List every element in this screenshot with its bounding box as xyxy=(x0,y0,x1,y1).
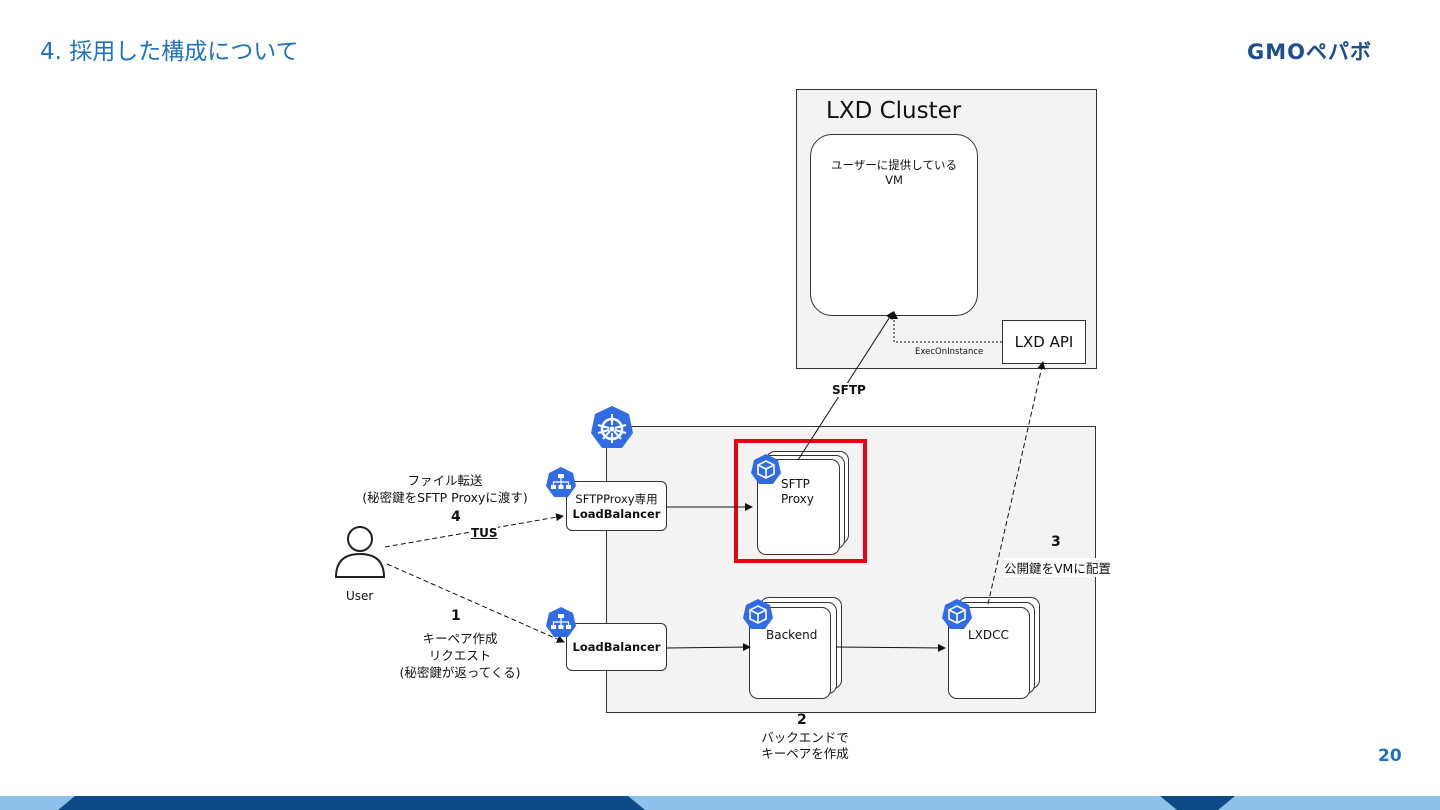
vm-label-line1: ユーザーに提供している xyxy=(831,158,957,172)
step2-description: バックエンドで キーペアを作成 xyxy=(735,730,875,762)
step4-description: ファイル転送 (秘密鍵をSFTP Proxyに渡す) xyxy=(330,472,560,506)
k8s-pod-icon xyxy=(751,454,781,484)
sftp-proxy-highlight xyxy=(734,439,867,563)
step1-line3: (秘密鍵が返ってくる) xyxy=(399,665,521,680)
lxdcc-label: LXDCC xyxy=(968,628,1009,642)
backend-label: Backend xyxy=(766,628,818,642)
arrow-lxd-api-to-vm xyxy=(890,311,1002,343)
vm-node xyxy=(810,134,978,316)
gmo-pepabo-logo: GMOペパボ xyxy=(1247,40,1372,64)
step3-description: 公開鍵をVMに配置 xyxy=(1004,558,1111,577)
step1-line1: キーペア作成 xyxy=(422,631,498,646)
k8s-pod-icon xyxy=(942,599,972,629)
vm-label: ユーザーに提供している VM xyxy=(810,158,978,188)
slide-title: 4. 採用した構成について xyxy=(40,39,299,65)
sftp-proxy-label: SFTP Proxy xyxy=(781,477,814,507)
step2-number: 2 xyxy=(797,712,807,728)
main-load-balancer: LoadBalancer xyxy=(566,623,667,671)
sftp-proxy-load-balancer: SFTPProxy専用 LoadBalancer xyxy=(566,481,667,531)
k8s-service-icon xyxy=(546,607,576,637)
k8s-service-icon xyxy=(546,467,576,497)
kubernetes-icon xyxy=(591,406,633,448)
step4-line2: (秘密鍵をSFTP Proxyに渡す) xyxy=(362,490,528,505)
lxd-api-node: LXD API xyxy=(1002,320,1086,364)
step2-line2: キーペアを作成 xyxy=(761,746,849,761)
step2-line1: バックエンドで xyxy=(761,730,849,745)
k8s-pod-icon xyxy=(743,599,773,629)
arrow-user-to-main-lb xyxy=(386,563,565,643)
user-icon xyxy=(334,526,386,578)
user-label: User xyxy=(346,589,374,603)
lb-sftp-line1: SFTPProxy専用 xyxy=(575,492,658,506)
page-number: 20 xyxy=(1378,746,1402,766)
step3-number: 3 xyxy=(1051,534,1061,550)
lb-sftp-line2: LoadBalancer xyxy=(572,507,661,521)
step4-line1: ファイル転送 xyxy=(407,473,483,488)
sftp-protocol-label: SFTP xyxy=(831,383,867,397)
footer-band xyxy=(0,796,1440,810)
step1-number: 1 xyxy=(451,608,461,624)
step4-number: 4 xyxy=(451,509,461,525)
step1-line2: リクエスト xyxy=(428,648,492,663)
lxd-cluster-title: LXD Cluster xyxy=(826,98,962,124)
sftp-proxy-label-line1: SFTP xyxy=(781,477,810,491)
arrow-lxdcc-to-lxd-api xyxy=(987,361,1046,605)
arrow-backend-to-lxdcc xyxy=(835,643,946,652)
arrow-lb-to-backend xyxy=(666,643,751,652)
lb-main-line1: LoadBalancer xyxy=(572,640,661,654)
exec-on-instance-label: ExecOnInstance xyxy=(915,347,984,357)
vm-label-line2: VM xyxy=(885,173,903,187)
sftp-proxy-label-line2: Proxy xyxy=(781,492,814,506)
step1-description: キーペア作成 リクエスト (秘密鍵が返ってくる) xyxy=(375,630,545,681)
tus-protocol-label: TUS xyxy=(471,526,498,540)
